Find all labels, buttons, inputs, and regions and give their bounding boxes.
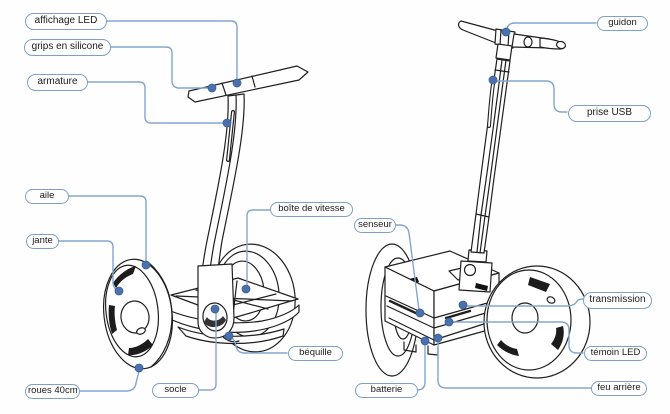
- anchor-dot-guidon: [501, 27, 511, 37]
- label-aile: aile: [25, 189, 69, 204]
- label-temoin-led: témoin LED: [584, 346, 647, 361]
- connector-bequille: [229, 336, 288, 354]
- anchor-dot-senseur: [415, 308, 425, 318]
- connector-transmission: [465, 298, 584, 307]
- anchor-dot-boite-de-vitesse: [241, 284, 251, 294]
- left-device-base-icon: [197, 263, 235, 339]
- label-transmission: transmission: [583, 292, 652, 309]
- label-bequille: béquille: [288, 346, 343, 361]
- connector-batterie: [416, 343, 426, 391]
- label-guidon: guidon: [597, 16, 648, 31]
- anchor-dot-batterie: [420, 336, 430, 346]
- label-boite-de-vitesse: boîte de vitesse: [270, 202, 353, 217]
- right-device-right-wheel-icon: [483, 265, 591, 379]
- label-grips-en-silicone: grips en silicone: [24, 39, 111, 56]
- connector-prise-usb: [495, 80, 568, 113]
- left-device-handlebar-icon: [187, 65, 309, 103]
- anchor-dot-prise-usb: [488, 75, 498, 85]
- connector-grips-en-silicone: [110, 46, 211, 89]
- connector-lines: [58, 20, 597, 392]
- label-feu-arriere: feu arrière: [591, 381, 647, 396]
- anchor-dot-jante: [114, 286, 124, 296]
- left-device-column-icon: [199, 93, 245, 303]
- label-prise-usb: prise USB: [568, 105, 651, 122]
- anchor-dot-transmission: [458, 300, 468, 310]
- label-jante: jante: [26, 234, 59, 249]
- anchor-dot-armature: [222, 118, 232, 128]
- connector-affichage-led: [106, 20, 238, 81]
- connector-socle: [198, 311, 217, 391]
- anchor-dot-affichage-led: [232, 78, 242, 88]
- anchor-dots: [114, 27, 511, 373]
- left-device-illustration: [102, 65, 309, 370]
- label-affichage-led: affichage LED: [25, 13, 107, 30]
- label-socle: socle: [152, 383, 199, 398]
- right-device-illustration: [365, 20, 591, 379]
- connector-roues-40cm: [79, 370, 140, 392]
- label-batterie: batterie: [355, 383, 418, 398]
- anchor-dot-temoin-led: [444, 317, 454, 327]
- anchor-dot-bequille: [224, 331, 234, 341]
- right-device-column-icon: [470, 58, 511, 254]
- anchor-dot-aile: [141, 260, 151, 270]
- connector-senseur: [395, 224, 420, 311]
- connector-aile: [68, 195, 147, 263]
- left-device-front-wheel-icon: [102, 258, 174, 370]
- label-armature: armature: [27, 74, 88, 91]
- label-roues-40cm: roues 40cm: [25, 384, 80, 399]
- right-device-column-base-icon: [458, 249, 493, 293]
- anchor-dot-grips-en-silicone: [207, 83, 217, 93]
- connector-guidon: [505, 22, 597, 32]
- label-senseur: senseur: [354, 218, 396, 233]
- connector-temoin-led: [451, 321, 584, 354]
- anchor-dot-feu-arriere: [433, 333, 443, 343]
- anchor-dot-roues-40cm: [134, 363, 144, 373]
- anchor-dot-socle: [210, 304, 220, 314]
- right-device-handlebar-icon: [457, 20, 567, 61]
- connector-armature: [87, 81, 226, 124]
- connector-boite-de-vitesse: [246, 209, 271, 287]
- connector-feu-arriere: [437, 340, 592, 389]
